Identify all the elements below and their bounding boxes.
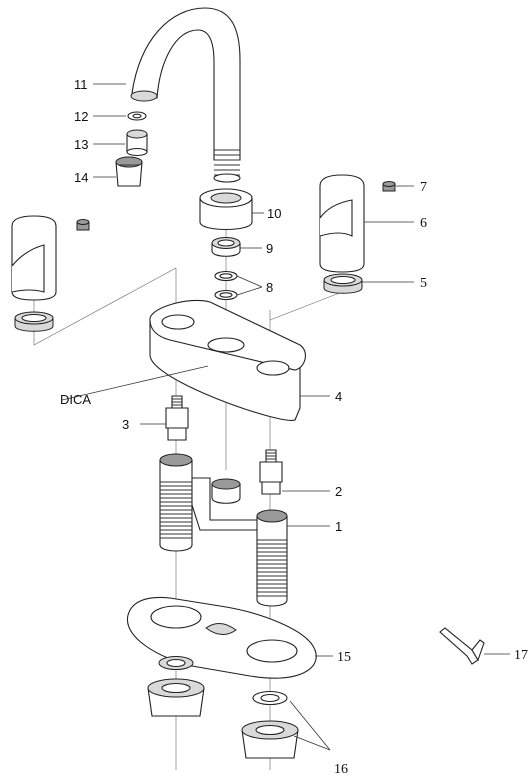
- callout-16: 16: [334, 762, 348, 777]
- callout-2: 2: [335, 484, 342, 499]
- spout-collar-part-10: [199, 188, 253, 230]
- callout-14: 14: [74, 170, 88, 185]
- callout-1: 1: [335, 519, 342, 534]
- callout-12: 12: [74, 109, 88, 124]
- cartridge-part-3: [165, 395, 189, 441]
- set-screw-part-7: [382, 181, 396, 192]
- mounting-nuts-part-16: [147, 678, 299, 759]
- right-handle-part-6: [319, 174, 365, 273]
- nut-part-9: [211, 237, 241, 257]
- callout-4: 4: [335, 389, 342, 404]
- o-rings-part-8: [214, 270, 238, 301]
- spout-part-11: [130, 7, 241, 183]
- mounting-washers-part-16: [158, 656, 288, 706]
- left-handle: [11, 215, 57, 301]
- callout-11: 11: [74, 77, 88, 92]
- callout-9: 9: [266, 241, 273, 256]
- callout-6: 6: [420, 216, 427, 231]
- callout-10: 10: [267, 206, 281, 221]
- bonnet-ring-part-5: [323, 273, 363, 294]
- callout-13: 13: [74, 137, 88, 152]
- right-valve-tube-part-1: [256, 509, 288, 607]
- left-valve-tube: [159, 453, 193, 552]
- brand-label: DICA: [60, 392, 91, 407]
- cartridge-part-2: [259, 449, 283, 495]
- callout-5: 5: [420, 276, 427, 291]
- gasket-plate-part-15: [127, 596, 317, 679]
- aerator-insert-part-13: [126, 129, 148, 157]
- left-bonnet-ring: [14, 311, 54, 332]
- callout-15: 15: [337, 650, 351, 665]
- left-set-screw: [76, 219, 90, 231]
- callout-17: 17: [514, 648, 528, 663]
- callout-8: 8: [266, 280, 273, 295]
- callout-3: 3: [122, 417, 129, 432]
- hex-key-part-17: [439, 627, 485, 665]
- deck-body-part-4: [149, 299, 306, 421]
- washer-part-12: [127, 111, 147, 121]
- leader-lines: [61, 83, 510, 751]
- callout-7: 7: [420, 180, 427, 195]
- aerator-housing-part-14: [115, 156, 143, 187]
- valve-body-bridge: [185, 477, 263, 531]
